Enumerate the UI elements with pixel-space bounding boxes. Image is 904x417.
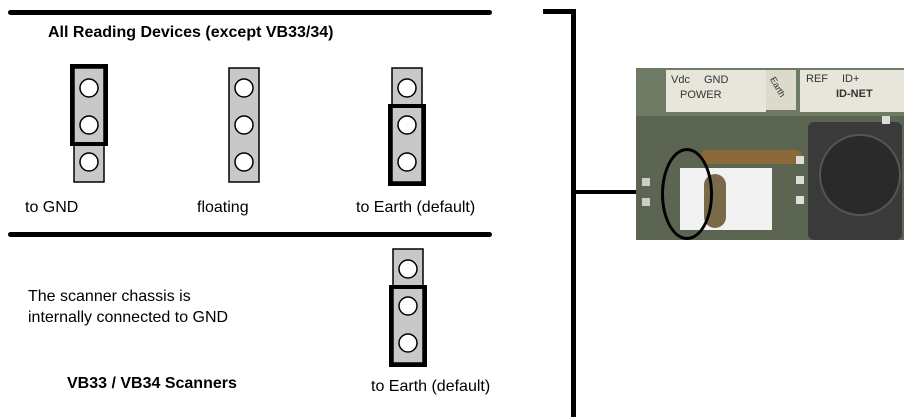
bracket-vertical-line — [571, 9, 576, 417]
middle-divider-line — [8, 232, 492, 237]
jumper-pin-top-2-1 — [397, 115, 417, 135]
jumper-cap-vb — [389, 285, 427, 367]
photo-pad — [796, 156, 804, 164]
jumper-pin-top-1-1 — [234, 115, 254, 135]
photo-pad — [882, 116, 890, 124]
section-title-vb33-vb34: VB33 / VB34 Scanners — [67, 375, 237, 392]
connector-to-photo-line — [571, 190, 671, 194]
jumper-cap-top-2 — [388, 104, 426, 186]
jumper-diagrams — [70, 64, 427, 367]
photo-pad — [642, 198, 650, 206]
jumper-label-earth: to Earth (default) — [356, 199, 476, 216]
photo-knob — [819, 134, 901, 216]
silk-panel-power — [666, 70, 766, 112]
jumper-pin-vb-0 — [398, 259, 418, 279]
chassis-note-line2: internally connected to GND — [28, 309, 229, 326]
jumper-cap-top-0 — [70, 64, 108, 146]
jumper-label-floating: floating — [197, 199, 249, 216]
jumper-pin-top-2-0 — [397, 78, 417, 98]
photo-highlight-ellipse — [661, 148, 713, 240]
photo-brass-cap — [700, 150, 802, 164]
photo-label-ref: REF — [806, 73, 828, 85]
photo-label-power: POWER — [680, 89, 722, 101]
jumper-label-gnd: to GND — [25, 199, 79, 216]
bracket-top-hook — [543, 9, 576, 14]
jumper-label-earth-vb: to Earth (default) — [371, 378, 491, 395]
jumper-pin-top-0-0 — [79, 78, 99, 98]
chassis-note-line1: The scanner chassis is — [28, 288, 191, 305]
silk-panel-earth — [766, 70, 796, 110]
photo-label-idnet: ID-NET — [836, 88, 873, 100]
jumper-pin-top-1-2 — [234, 152, 254, 172]
photo-pad — [796, 196, 804, 204]
silk-panel-idnet — [800, 70, 904, 112]
jumper-pin-top-0-2 — [79, 152, 99, 172]
photo-label-vdc: Vdc — [671, 74, 690, 86]
jumper-pin-top-0-1 — [79, 115, 99, 135]
jumper-pin-vb-2 — [398, 333, 418, 353]
photo-pad — [796, 176, 804, 184]
top-divider-line — [8, 10, 492, 15]
section-title-all-devices: All Reading Devices (except VB33/34) — [48, 24, 334, 41]
photo-label-gnd: GND — [704, 74, 729, 86]
jumper-pin-top-2-2 — [397, 152, 417, 172]
jumper-pin-vb-1 — [398, 296, 418, 316]
jumper-pin-top-1-0 — [234, 78, 254, 98]
photo-pad — [642, 178, 650, 186]
photo-label-id: ID+ — [842, 73, 860, 85]
